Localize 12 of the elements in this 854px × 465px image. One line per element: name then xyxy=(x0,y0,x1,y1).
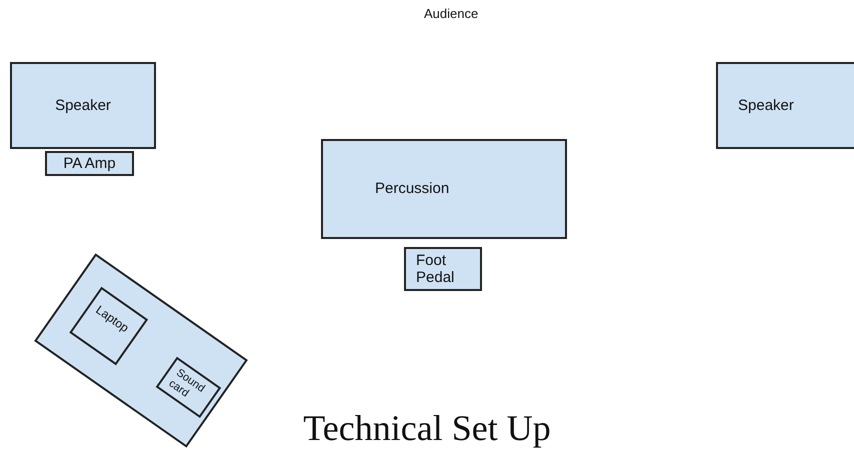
equipment-label: Speaker xyxy=(55,96,111,114)
equipment-label: Speaker xyxy=(738,96,794,114)
equipment-label: Foot Pedal xyxy=(416,252,456,286)
audience-label: Audience xyxy=(424,6,478,21)
equipment-label: Percussion xyxy=(375,180,450,198)
equipment-box xyxy=(404,247,482,291)
diagram-title: Technical Set Up xyxy=(302,407,552,449)
equipment-box xyxy=(716,62,854,149)
equipment-label: PA Amp xyxy=(63,154,116,172)
equipment-box xyxy=(321,139,567,239)
equipment-box xyxy=(10,62,156,149)
equipment-box xyxy=(45,151,134,176)
